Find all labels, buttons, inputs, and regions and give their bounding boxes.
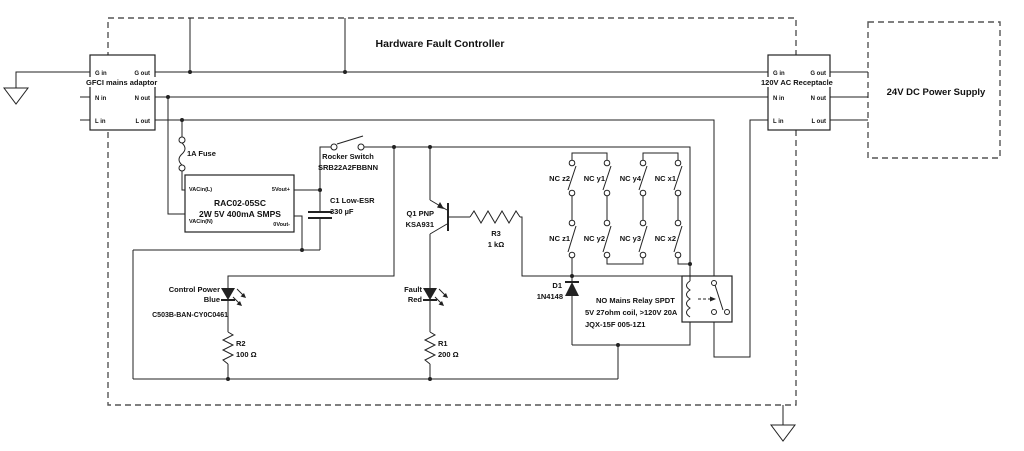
gfci-pin-l-out: L out: [135, 119, 150, 125]
wire-5v-net: [294, 146, 691, 276]
transistor-q1: [429, 147, 470, 288]
c1-label-1: C1 Low-ESR: [330, 196, 375, 205]
smps-name: RAC02-05SC: [214, 198, 266, 208]
nc-switch-z2: [567, 159, 577, 197]
controller-border: [107, 17, 797, 406]
receptacle-pin-g-in: G in: [773, 71, 785, 77]
q1-label-1: Q1 PNP: [406, 209, 434, 218]
fault-led-label-1: Fault: [404, 285, 422, 294]
page-title: Hardware Fault Controller: [376, 38, 505, 50]
rocker-switch: [330, 135, 365, 151]
diode-d1: [565, 276, 579, 345]
gfci-pin-n-out: N out: [135, 96, 150, 102]
r2-value: 100 Ω: [236, 350, 257, 359]
r3-name: R3: [491, 229, 501, 238]
resistor-r1: [423, 331, 437, 379]
receptacle-box: [767, 54, 831, 131]
wire-ground-net: [80, 18, 868, 73]
smps-pin-vacin-n: VACin(N): [189, 219, 213, 225]
receptacle-label: 120V AC Receptacle: [761, 78, 833, 87]
smps-desc: 2W 5V 400mA SMPS: [199, 209, 281, 219]
nc-label-y1: NC y1: [584, 174, 605, 183]
nc-switch-x1: [673, 159, 683, 197]
earth-ground-bottom-icon: [770, 405, 796, 442]
nc-switch-z1: [567, 219, 577, 259]
nc-label-y2: NC y2: [584, 234, 605, 243]
q1-label-2: KSA931: [406, 220, 434, 229]
d1-name: D1: [552, 281, 562, 290]
fuse-label: 1A Fuse: [187, 149, 216, 158]
nc-switch-y1: [602, 159, 612, 197]
nc-switch-y4: [638, 159, 648, 197]
wire-control-branch: [227, 147, 395, 288]
nc-switch-y3: [638, 219, 648, 259]
junction-dots: [166, 70, 692, 381]
nc-switch-y2: [602, 219, 612, 259]
smps-pin-0vout: 0Vout-: [273, 222, 290, 228]
smps-pin-vacin-l: VACin(L): [189, 187, 212, 193]
nc-label-x1: NC x1: [655, 174, 676, 183]
psu-label: 24V DC Power Supply: [887, 87, 986, 98]
receptacle-pin-g-out: G out: [810, 71, 826, 77]
nc-label-y4: NC y4: [620, 174, 642, 183]
wire-coil-return: [572, 317, 691, 379]
d1-part: 1N4148: [537, 292, 563, 301]
r2-name: R2: [236, 339, 246, 348]
gfci-box: [89, 54, 156, 131]
psu-box: [867, 21, 1001, 159]
earth-ground-left-icon: [3, 71, 80, 105]
gfci-pin-g-in: G in: [95, 71, 107, 77]
fuse: [178, 120, 186, 191]
gfci-label: GFCI mains adaptor: [86, 78, 157, 87]
led-control-power: [221, 288, 246, 332]
relay-label-3: JQX-15F 005-1Z1: [585, 320, 645, 329]
smps-pin-5vout: 5Vout+: [272, 187, 290, 193]
fault-led-label-2: Red: [408, 295, 423, 304]
nc-switch-x2: [673, 219, 683, 259]
gfci-pin-l-in: L in: [95, 119, 106, 125]
rocker-label-1: Rocker Switch: [322, 152, 374, 161]
wire-0v-net: [132, 215, 618, 380]
control-led-label-2: Blue: [204, 295, 220, 304]
wire-line-net: [80, 119, 868, 358]
relay-label-2: 5V 27ohm coil, >120V 20A: [585, 308, 678, 317]
nc-label-z2: NC z2: [549, 174, 570, 183]
nc-label-y3: NC y3: [620, 234, 641, 243]
gfci-label-bg: [84, 77, 160, 87]
resistor-r3: [469, 210, 682, 277]
nc-contact-chain: [567, 152, 690, 276]
resistor-r2: [221, 331, 235, 379]
c1-label-2: 330 µF: [330, 207, 354, 216]
led-fault: [423, 288, 448, 332]
nc-label-z1: NC z1: [549, 234, 570, 243]
control-led-part: C503B-BAN-CY0C0461: [152, 312, 228, 319]
gfci-pin-g-out: G out: [134, 71, 150, 77]
relay: [681, 275, 733, 323]
smps-box: [184, 174, 295, 233]
control-led-label-1: Control Power: [169, 285, 220, 294]
relay-label-1: NO Mains Relay SPDT: [596, 296, 675, 305]
receptacle-pin-n-out: N out: [811, 96, 826, 102]
rocker-label-2: SRB22A2FBBNN: [318, 163, 378, 172]
receptacle-pin-l-out: L out: [811, 119, 826, 125]
nc-label-x2: NC x2: [655, 234, 676, 243]
wire-neutral-net: [80, 96, 868, 215]
receptacle-pin-l-in: L in: [773, 119, 784, 125]
r1-value: 200 Ω: [438, 350, 459, 359]
r3-value: 1 kΩ: [488, 240, 504, 249]
capacitor-c1: [308, 190, 332, 250]
receptacle-label-bg: [759, 77, 839, 87]
r1-name: R1: [438, 339, 448, 348]
gfci-pin-n-in: N in: [95, 96, 107, 102]
receptacle-pin-n-in: N in: [773, 96, 785, 102]
